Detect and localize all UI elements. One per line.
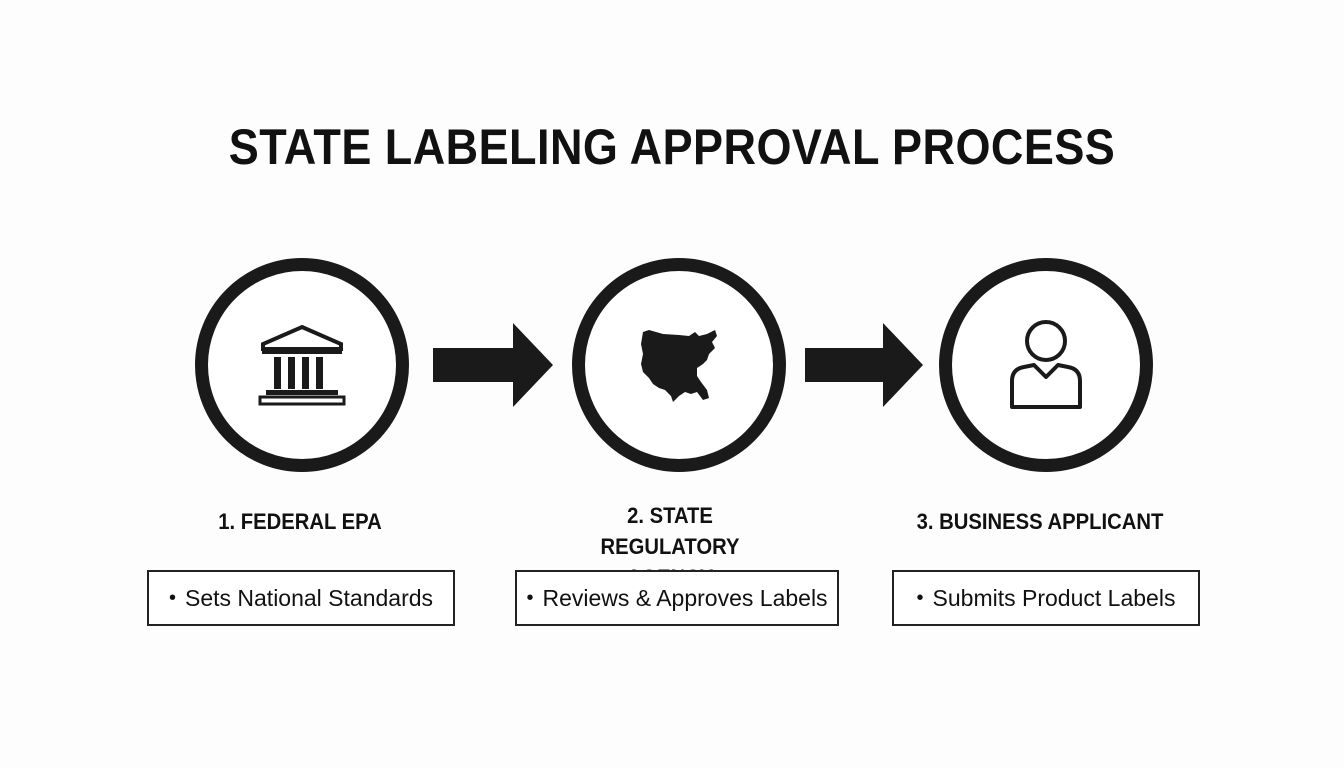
step-2-description-box: • Reviews & Approves Labels	[515, 570, 839, 626]
step-1-circle	[195, 258, 409, 472]
government-building-icon	[258, 324, 346, 406]
step-3-description: Submits Product Labels	[932, 584, 1176, 611]
step-2-description: Reviews & Approves Labels	[542, 584, 828, 611]
step-3-label: 3. BUSINESS APPLICANT	[916, 509, 1164, 534]
step-2-circle	[572, 258, 786, 472]
step-1-description-box: • Sets National Standards	[147, 570, 455, 626]
step-3-circle	[939, 258, 1153, 472]
step-1-description: Sets National Standards	[184, 584, 434, 611]
person-icon	[1010, 320, 1082, 409]
arrow-2-to-3	[805, 323, 923, 407]
diagram-title: STATE LABELING APPROVAL PROCESS	[228, 119, 1116, 175]
step-3-description-box: • Submits Product Labels	[892, 570, 1200, 626]
step-1-label: 1. FEDERAL EPA	[218, 509, 382, 534]
usa-map-icon	[641, 330, 717, 402]
bullet-icon: •	[916, 586, 924, 609]
bullet-icon: •	[526, 586, 534, 609]
bullet-icon: •	[168, 586, 176, 609]
arrow-1-to-2	[433, 323, 553, 407]
